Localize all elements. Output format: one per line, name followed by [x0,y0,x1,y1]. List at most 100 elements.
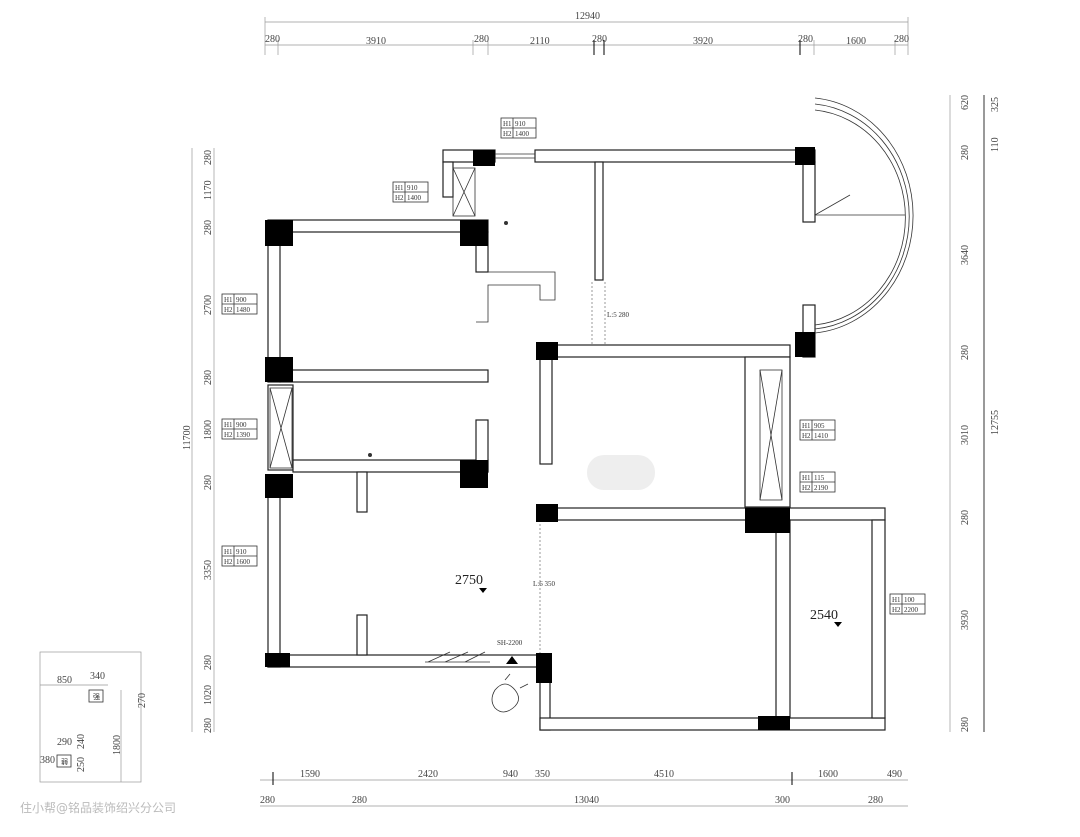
dim: 3640 [960,245,971,265]
bottom-total-dim: 13040 [574,795,599,806]
dim: 2110 [530,36,550,47]
svg-text:H1: H1 [802,474,811,482]
dim: 280 [960,345,971,360]
dim: 280 [203,220,214,235]
svg-text:H2: H2 [892,606,901,614]
entrance-arrow-icon [506,656,518,664]
dim: 3010 [960,425,971,445]
dim: 280 [260,795,275,806]
right-total-dim: 12755 [990,410,1001,435]
svg-text:H2: H2 [503,130,512,138]
svg-text:H2: H2 [802,484,811,492]
dim: 350 [535,769,550,780]
svg-text:H2: H2 [395,194,404,202]
svg-text:1390: 1390 [236,431,251,439]
svg-text:H1: H1 [892,596,901,604]
svg-text:1400: 1400 [515,130,530,138]
svg-text:H1: H1 [395,184,404,192]
dim: 280 [203,475,214,490]
svg-text:1480: 1480 [236,306,251,314]
dim: 4510 [654,769,674,780]
dim: 280 [592,34,607,45]
right-dimensions: 620 280 3640 280 3010 280 3930 280 325 1… [949,95,1001,732]
svg-text:1400: 1400 [407,194,422,202]
dim: 280 [960,145,971,160]
svg-text:900: 900 [236,421,247,429]
svg-text:1410: 1410 [814,432,829,440]
svg-text:240: 240 [76,734,87,749]
svg-text:910: 910 [515,120,526,128]
svg-text:1800: 1800 [112,735,123,755]
top-total-dim: 12940 [575,11,600,22]
dim: 3350 [203,560,214,580]
svg-text:340: 340 [90,671,105,682]
dim: 300 [775,795,790,806]
redaction-blob [587,455,655,490]
dim: 280 [894,34,909,45]
svg-text:250: 250 [76,757,87,772]
dim: 280 [203,655,214,670]
svg-text:弱: 弱 [61,758,68,766]
svg-text:290: 290 [57,737,72,748]
bottom-dimensions: 1590 2420 940 350 4510 1600 490 280 280 … [260,769,908,807]
left-dimensions: 11700 280 1170 280 2700 280 1800 280 335… [182,148,215,733]
dim: 1800 [203,420,214,440]
dim: 1170 [203,180,214,200]
dim: 1020 [203,685,214,705]
dim: 940 [503,769,518,780]
dim: 280 [352,795,367,806]
svg-text:910: 910 [236,548,247,556]
svg-text:910: 910 [407,184,418,192]
dim: 110 [990,137,1001,152]
svg-text:H1: H1 [224,296,233,304]
dim: 280 [960,717,971,732]
dim: 280 [798,34,813,45]
svg-text:100: 100 [904,596,915,604]
dim: 490 [887,769,902,780]
svg-text:2190: 2190 [814,484,829,492]
watermark: 住小帮@铭品装饰绍兴分公司 [20,800,176,815]
svg-text:115: 115 [814,474,825,482]
dim: 280 [203,370,214,385]
dim: 280 [868,795,883,806]
dim: 280 [203,150,214,165]
dim: 3930 [960,610,971,630]
dim: 2700 [203,295,214,315]
svg-text:900: 900 [236,296,247,304]
svg-text:1600: 1600 [236,558,251,566]
elevation-marker-icon [834,622,842,627]
svg-text:850: 850 [57,675,72,686]
svg-text:380: 380 [40,755,55,766]
left-total-dim: 11700 [182,425,193,450]
svg-text:H1: H1 [224,548,233,556]
svg-text:H1: H1 [802,422,811,430]
fixture-icon [368,453,372,457]
top-dimensions: 12940 280 3910 280 2110 280 3920 280 160… [264,11,909,55]
svg-text:905: 905 [814,422,825,430]
socket-height-inset: 850 340 强 270 1800 290 380 弱 240 250 [39,651,148,783]
svg-text:H2: H2 [224,431,233,439]
stairs-icon [425,651,490,663]
svg-text:H2: H2 [224,306,233,314]
person-figure-icon [491,673,529,713]
dim: 1590 [300,769,320,780]
dim: 3910 [366,36,386,47]
fixture-icon [504,221,508,225]
ceiling-height-living: 2750 [455,573,483,588]
dim: 325 [990,97,1001,112]
dim: 280 [265,34,280,45]
ceiling-height-bedroom: 2540 [810,608,838,623]
svg-text:H2: H2 [224,558,233,566]
svg-text:H1: H1 [224,421,233,429]
beam-label: L:6 350 [533,580,555,588]
walls [267,97,914,731]
structural-columns [265,147,815,730]
dim: 2420 [418,769,438,780]
